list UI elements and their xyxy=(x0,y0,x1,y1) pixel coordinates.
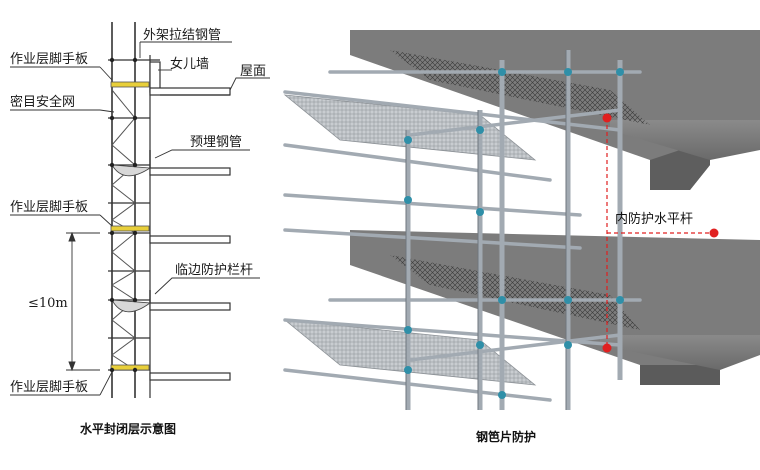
work-board-top-label: 作业层脚手板 xyxy=(10,52,89,67)
steel-mesh-protection-illustration xyxy=(283,30,760,410)
edge-railing-label: 临边防护栏杆 xyxy=(175,263,254,278)
left-caption: 水平封闭层示意图 xyxy=(80,422,177,436)
inner-guard-rail-callout: 内防护水平杆 xyxy=(615,212,694,227)
roof-label: 屋面 xyxy=(240,64,267,79)
right-caption: 钢笆片防护 xyxy=(476,430,537,444)
work-board-bottom-label: 作业层脚手板 xyxy=(10,380,89,395)
embedded-pipe-label: 预埋钢管 xyxy=(190,135,243,150)
safety-net-label: 密目安全网 xyxy=(10,95,76,110)
horizontal-closure-diagram xyxy=(10,22,270,398)
outer-tie-pipe-label: 外架拉结钢管 xyxy=(143,28,222,43)
parapet-label: 女儿墙 xyxy=(170,57,210,72)
work-board-mid-label: 作业层脚手板 xyxy=(10,200,89,215)
spacing-label: ≤10m xyxy=(28,296,68,311)
